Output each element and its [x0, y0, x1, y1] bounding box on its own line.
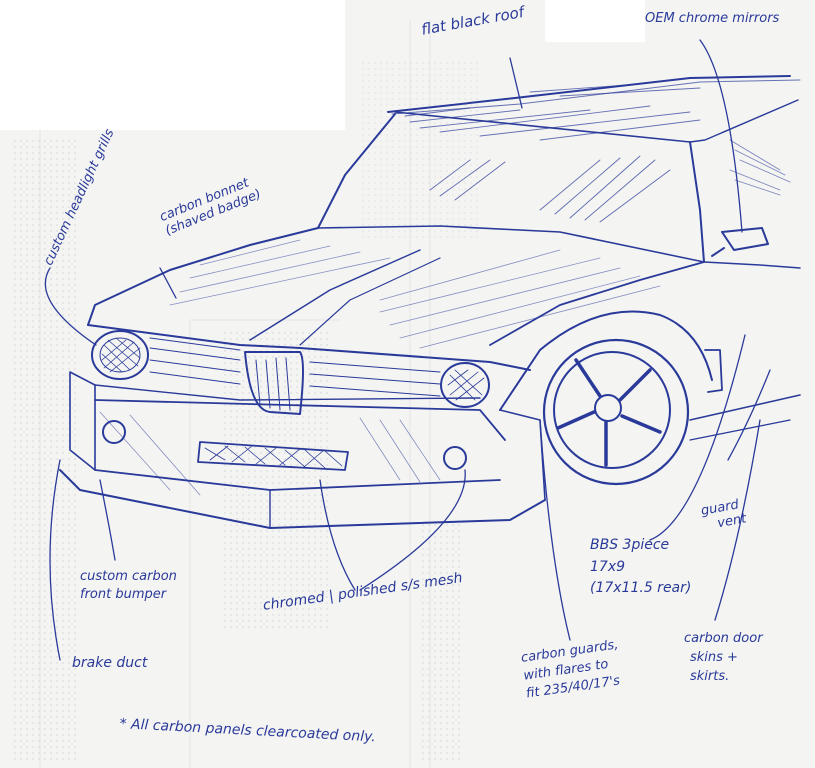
leader-brake-duct	[49, 459, 61, 661]
leader-roof	[509, 57, 523, 109]
bumper-mesh	[204, 445, 343, 469]
right-headlight-mesh	[447, 369, 485, 401]
leader-headlight	[44, 267, 97, 346]
leader-bonnet	[159, 267, 177, 299]
annotation-bbs-wheels: BBS 3piece 17x9 (17x11.5 rear)	[590, 537, 692, 597]
annotation-oem-chrome-mirrors: OEM chrome mirrors	[645, 11, 780, 26]
windshield-bottom	[317, 225, 705, 263]
left-headlight	[91, 330, 149, 380]
wheel-tyre	[542, 338, 690, 486]
roof-hatching	[404, 83, 701, 141]
rear-hatching	[729, 139, 791, 196]
grille-slats	[149, 337, 441, 397]
annotation-carbon-door-skins: carbon door skins + skirts.	[684, 631, 763, 684]
wheel-arch	[499, 310, 713, 411]
leader-mesh-2	[359, 469, 466, 591]
right-fog-light	[443, 446, 467, 470]
wheel-spokes	[556, 358, 662, 467]
leader-lines	[44, 39, 771, 661]
car-drawing	[59, 75, 801, 529]
leader-carbon-guards	[539, 419, 571, 641]
white-patch	[0, 0, 345, 130]
bumper-top	[94, 399, 506, 441]
windshield-reflection	[429, 155, 671, 223]
printout-grid	[10, 20, 480, 768]
kidney-grille-bars	[255, 357, 291, 411]
bonnet-crease	[249, 249, 421, 341]
right-headlight	[440, 362, 490, 408]
left-fog-light	[102, 420, 126, 444]
kidney-grille	[244, 351, 304, 415]
side-skirt	[689, 394, 801, 421]
bonnet-edge	[87, 227, 319, 326]
windshield-right-pillar	[689, 141, 705, 263]
wheel-rim	[553, 351, 671, 469]
front-top-line	[87, 324, 531, 371]
leader-mirror	[699, 39, 743, 233]
roof-line	[387, 75, 791, 113]
left-headlight-mesh	[101, 337, 141, 373]
leader-mesh-1	[319, 479, 356, 591]
bonnet-hatching	[169, 239, 661, 349]
mirror	[721, 227, 769, 251]
white-patch-top	[545, 0, 645, 42]
annotation-custom-carbon-front-bumper: custom carbon front bumper	[80, 569, 177, 603]
windshield-left-pillar	[317, 113, 396, 229]
bumper-hatching	[99, 411, 441, 496]
guard-vent	[704, 349, 723, 393]
annotation-brake-duct: brake duct	[72, 655, 148, 671]
wheel-hub	[594, 394, 622, 422]
bumper-mesh-intake	[197, 441, 349, 471]
leader-door-skins	[714, 419, 761, 621]
leader-bbs	[649, 334, 746, 541]
leader-guard-vent	[727, 369, 771, 461]
leader-bumper	[99, 479, 116, 561]
